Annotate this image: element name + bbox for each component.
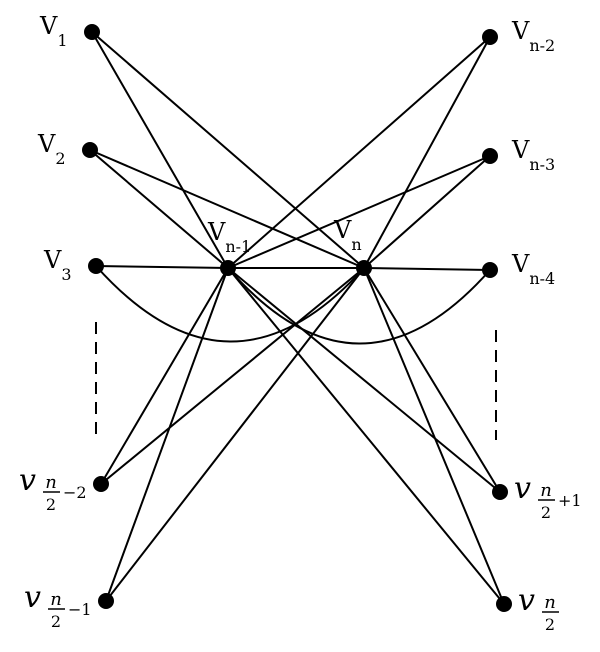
label-main: V <box>333 216 352 244</box>
label-denominator: 2 <box>51 612 61 631</box>
label-numerator: n <box>50 589 62 610</box>
label-main: V <box>511 17 530 45</box>
edge-v3-vn1 <box>95 265 229 269</box>
arc-vn1-vn4 <box>227 267 491 345</box>
label-main: v <box>19 463 36 498</box>
label-main: V <box>207 218 226 246</box>
label-main: V <box>43 246 62 274</box>
label-main: v <box>24 580 41 615</box>
svg-text:Vn-3: Vn-3 <box>511 136 555 174</box>
vertex-label-vn2: Vn-2 <box>511 17 555 55</box>
vertex-vh2 <box>93 476 109 492</box>
label-numerator: n <box>544 592 556 613</box>
vertex-label-vn4: Vn-4 <box>511 250 555 288</box>
edge-vh1-vn <box>105 267 365 602</box>
label-subscript: n-3 <box>529 155 555 174</box>
label-subscript: 1 <box>57 31 67 50</box>
label-denominator: 2 <box>541 503 551 522</box>
edge-vn3-vn <box>363 155 491 269</box>
edge-v2-vn <box>89 149 365 269</box>
edge-vh-vn <box>363 267 505 605</box>
edge-v1-vn1 <box>91 31 229 269</box>
label-main: V <box>39 12 58 40</box>
label-subscript: n <box>351 235 361 254</box>
edge-vn2-vn <box>363 36 491 269</box>
vertex-vh <box>496 596 512 612</box>
arc-v3-vn <box>95 265 365 343</box>
svg-text:V3: V3 <box>43 246 72 284</box>
edge-vh1-vn1 <box>105 267 229 602</box>
label-main: V <box>37 130 56 158</box>
label-suffix: −2 <box>63 483 87 502</box>
label-subscript: n-1 <box>225 237 251 256</box>
label-denominator: 2 <box>545 615 555 634</box>
label-denominator: 2 <box>46 495 56 514</box>
label-suffix: +1 <box>558 491 582 510</box>
label-subscript: n-4 <box>529 269 555 288</box>
svg-text:Vn: Vn <box>333 216 362 254</box>
label-main: v <box>518 583 535 618</box>
svg-text:V1: V1 <box>39 12 68 50</box>
vertex-v3 <box>88 258 104 274</box>
label-main: V <box>511 136 530 164</box>
vertex-label-vn1: Vn-1 <box>207 218 251 256</box>
label-subscript: 2 <box>55 149 65 168</box>
edge-vhp1-vn1 <box>227 267 501 493</box>
svg-text:Vn-1: Vn-1 <box>207 218 251 256</box>
vertex-label-v2: V2 <box>37 130 66 168</box>
label-subscript: 3 <box>61 265 71 284</box>
svg-text:Vn-2: Vn-2 <box>511 17 555 55</box>
vertex-vh1 <box>98 593 114 609</box>
vertex-vn4 <box>482 262 498 278</box>
vertex-vn1 <box>220 260 236 276</box>
edge-vh2-vn <box>100 267 365 485</box>
label-numerator: n <box>45 472 57 493</box>
edge-vn2-vn1 <box>227 36 491 269</box>
vertex-vn <box>356 260 372 276</box>
vertex-vhp1 <box>492 484 508 500</box>
vertex-label-vn: Vn <box>333 216 362 254</box>
vertex-label-v3: V3 <box>43 246 72 284</box>
vertex-label-v1: V1 <box>39 12 68 50</box>
label-main: v <box>514 471 531 506</box>
edge-vn-vn4 <box>363 267 491 271</box>
edge-vn3-vn1 <box>227 155 491 269</box>
svg-text:V2: V2 <box>37 130 66 168</box>
vertex-vn2 <box>482 29 498 45</box>
vertex-v2 <box>82 142 98 158</box>
vertex-label-vn3: Vn-3 <box>511 136 555 174</box>
edge-v2-vn1 <box>89 149 229 269</box>
edge-vh-vn1 <box>227 267 505 605</box>
edge-vhp1-vn <box>363 267 501 493</box>
edge-vh2-vn1 <box>100 267 229 485</box>
label-numerator: n <box>540 480 552 501</box>
vertex-vn3 <box>482 148 498 164</box>
label-main: V <box>511 250 530 278</box>
svg-text:Vn-4: Vn-4 <box>511 250 555 288</box>
vertex-v1 <box>84 24 100 40</box>
label-subscript: n-2 <box>529 36 555 55</box>
label-suffix: −1 <box>68 600 92 619</box>
edge-v1-vn <box>91 31 365 269</box>
